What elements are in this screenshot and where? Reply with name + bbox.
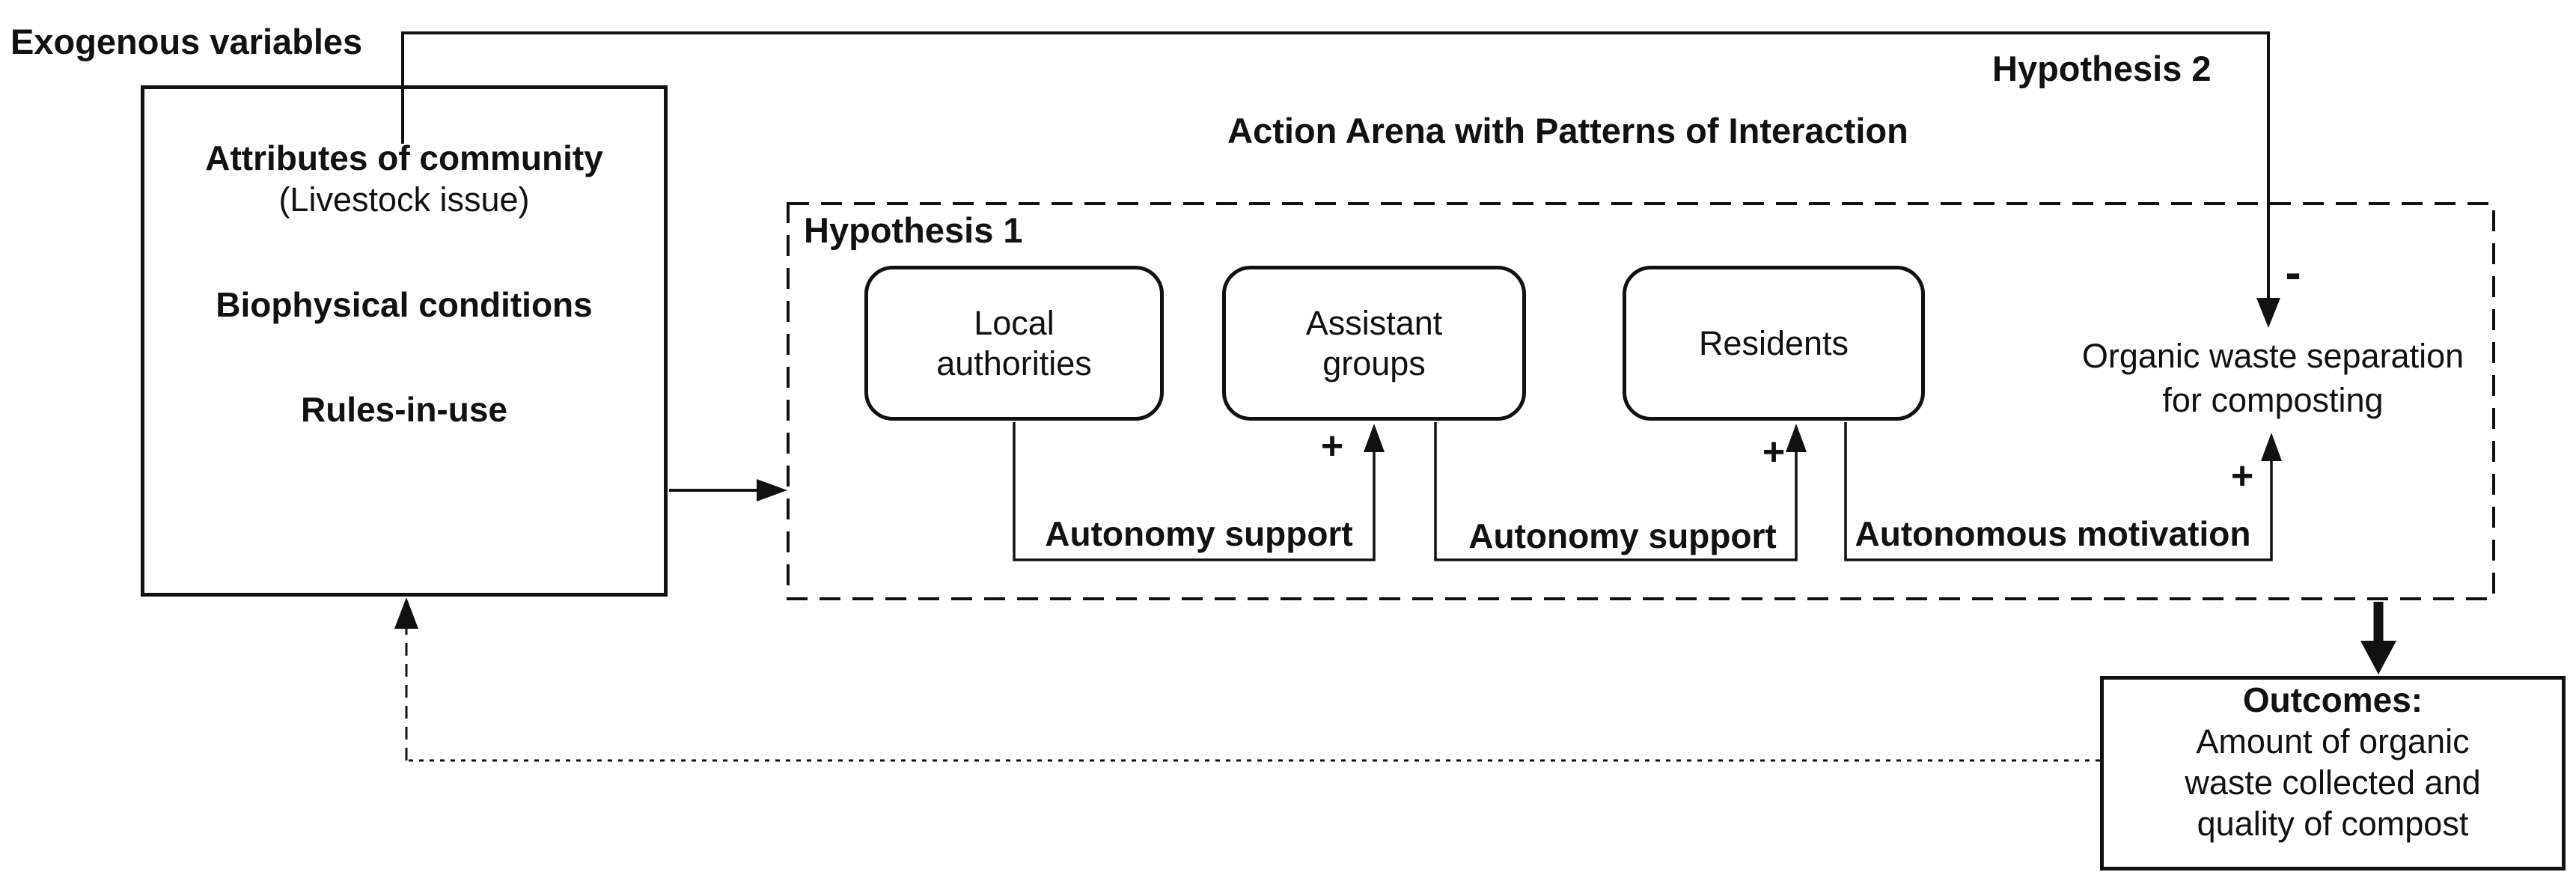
plus-sign-3: +: [2230, 454, 2254, 498]
local-authorities-label: Local authorities: [936, 303, 1092, 382]
autonomy-support-1-label: Autonomy support: [1045, 514, 1353, 553]
autonomous-motivation-label: Autonomous motivation: [1855, 514, 2251, 553]
arrow-down-icon: [2256, 298, 2280, 328]
plus-sign-2: +: [1762, 430, 1786, 474]
autonomy-support-2-label: Autonomy support: [1468, 516, 1777, 555]
hypothesis-1-label: Hypothesis 1: [804, 210, 1023, 250]
residents-node: Residents: [1623, 266, 1925, 421]
outcomes-line-1: Amount of organic: [2196, 722, 2470, 760]
outcomes-title: Outcomes:: [2242, 680, 2423, 719]
arena-to-outcomes-arrow: [2360, 602, 2396, 674]
hypothesis-2-label: Hypothesis 2: [1992, 49, 2212, 88]
arrow-up-icon: [394, 597, 418, 629]
rules-in-use-label: Rules-in-use: [300, 390, 508, 429]
local-authorities-node: Local authorities: [864, 266, 1164, 421]
outcomes-box: Outcomes: Amount of organic waste collec…: [2100, 676, 2566, 871]
assistant-groups-label: Assistant groups: [1305, 303, 1443, 382]
attributes-of-community-label: Attributes of community: [205, 138, 603, 177]
organic-waste-separation-node: Organic waste separation for composting: [2081, 337, 2464, 419]
outcomes-line-2: waste collected and: [2185, 763, 2481, 802]
action-arena-title: Action Arena with Patterns of Interactio…: [1227, 111, 1908, 150]
biophysical-conditions-label: Biophysical conditions: [216, 285, 593, 324]
plus-sign-1: +: [1320, 424, 1344, 468]
exogenous-variables-label: Exogenous variables: [10, 22, 363, 61]
livestock-issue-label: (Livestock issue): [278, 180, 530, 219]
exogenous-to-arena-arrow: [669, 479, 787, 501]
arrow-down-thick-icon: [2360, 641, 2396, 674]
arrow-up-icon: [1364, 424, 1385, 452]
arrow-right-icon: [757, 479, 787, 501]
arrow-up-icon: [2261, 433, 2282, 461]
residents-label: Residents: [1698, 323, 1849, 362]
minus-sign: -: [2285, 246, 2301, 299]
outcomes-line-3: quality of compost: [2197, 805, 2469, 843]
outcomes-feedback-connector: [394, 597, 2100, 762]
exogenous-variables-box: Attributes of community (Livestock issue…: [141, 85, 668, 597]
assistant-groups-node: Assistant groups: [1222, 266, 1526, 421]
